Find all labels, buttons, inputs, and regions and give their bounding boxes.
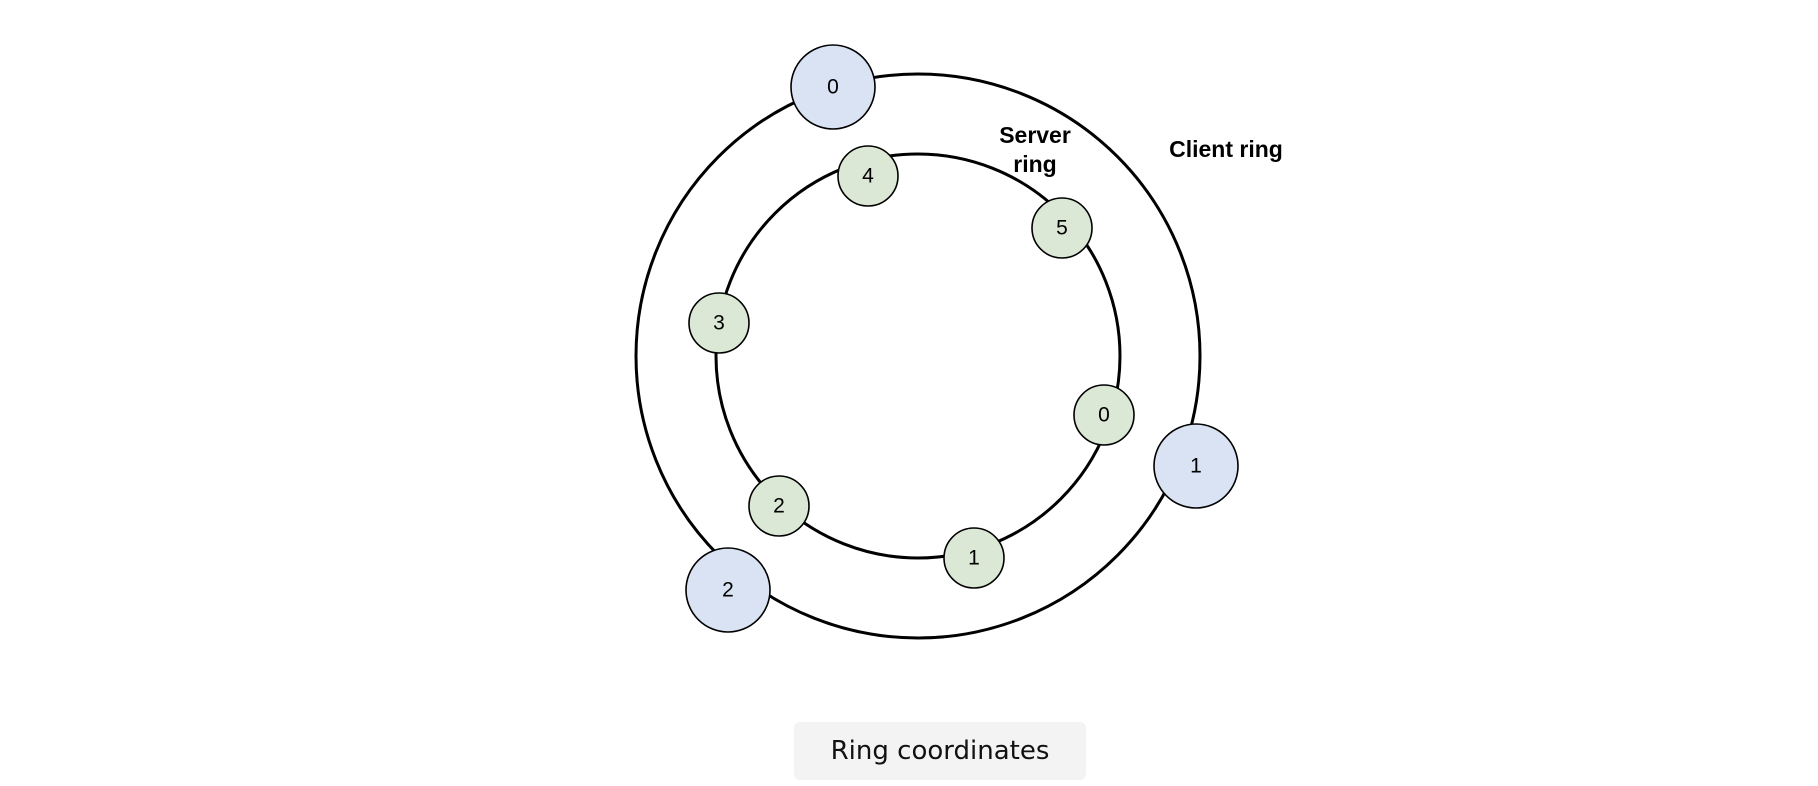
client-node-1: 1 [1153,423,1239,509]
server-ring [714,152,1122,560]
server-node-0-circle [1073,384,1135,446]
server-node-2-label: 2 [773,495,785,518]
client-node-0-circle [790,44,876,130]
server-node-4: 4 [837,145,899,207]
server-node-0-label: 0 [1098,404,1110,427]
server-node-3-label: 3 [713,312,725,335]
server-node-1-label: 1 [968,547,980,570]
client-node-1-circle [1153,423,1239,509]
client-node-1-label: 1 [1190,455,1202,478]
client-node-2: 2 [685,547,771,633]
server-node-5: 5 [1031,197,1093,259]
server-node-2: 2 [748,475,810,537]
server-node-5-circle [1031,197,1093,259]
client-ring [634,72,1202,640]
server-node-4-label: 4 [862,165,874,188]
server-node-0: 0 [1073,384,1135,446]
server-node-1: 1 [943,527,1005,589]
server-node-3-circle [688,292,750,354]
client-node-0-label: 0 [827,76,839,99]
server-node-2-circle [748,475,810,537]
client-ring-label: Client ring [1169,136,1283,162]
client-node-2-label: 2 [722,579,734,602]
client-node-2-circle [685,547,771,633]
server-node-4-circle [837,145,899,207]
caption: Ring coordinates [794,722,1086,780]
server-node-5-label: 5 [1056,217,1068,240]
server-node-3: 3 [688,292,750,354]
server-ring-label-line2: ring [1013,151,1056,177]
server-node-1-circle [943,527,1005,589]
server-ring-label-line1: Server [999,122,1071,148]
client-node-0: 0 [790,44,876,130]
